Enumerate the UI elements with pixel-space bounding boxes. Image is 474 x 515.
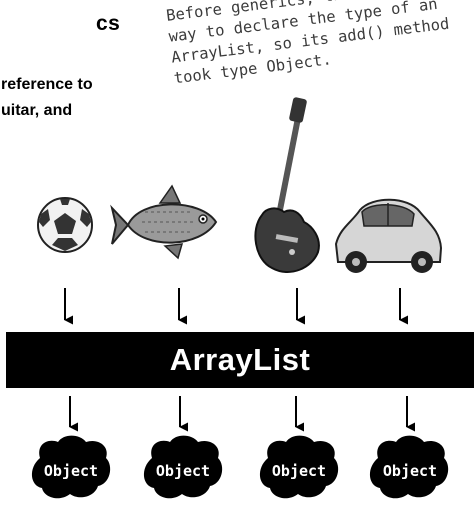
soccer-ball-icon xyxy=(37,197,93,253)
car-icon xyxy=(334,198,443,273)
guitar-icon xyxy=(254,97,320,273)
object-label-1: Object xyxy=(43,462,99,480)
body-text: reference to uitar, and xyxy=(1,72,151,124)
object-blob-4 xyxy=(369,435,449,499)
section-heading: cs xyxy=(96,12,121,35)
object-label-2: Object xyxy=(155,462,211,480)
object-blob-3 xyxy=(259,435,339,499)
body-line-2: uitar, and xyxy=(1,102,73,119)
arraylist-label: ArrayList xyxy=(169,342,311,377)
arraylist-bar xyxy=(6,332,474,388)
object-label-4: Object xyxy=(382,462,438,480)
object-blob-1 xyxy=(31,435,111,499)
fish-icon xyxy=(110,184,218,260)
body-line-1: reference to xyxy=(1,76,93,93)
object-blob-2 xyxy=(143,435,223,499)
object-label-3: Object xyxy=(271,462,327,480)
